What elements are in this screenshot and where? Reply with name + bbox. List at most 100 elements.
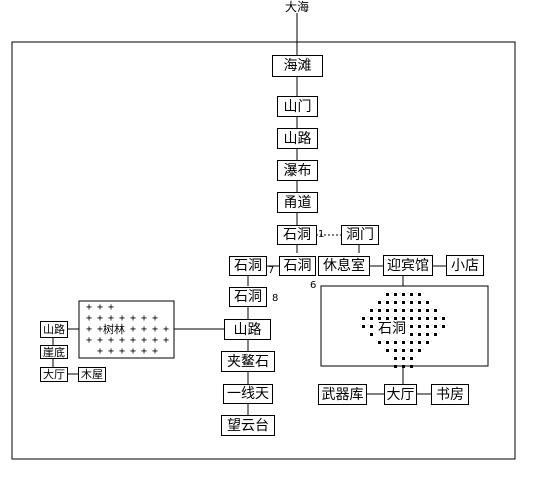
cave-dot xyxy=(426,301,429,304)
node-cliff-bottom[interactable]: 崖底 xyxy=(40,345,68,359)
tree-plus-mark: + xyxy=(130,346,137,357)
cave-dot xyxy=(362,317,365,320)
number-label-7: 7 xyxy=(268,265,275,276)
node-cloud-terrace[interactable]: 望云台 xyxy=(221,415,275,436)
tree-plus-mark: + xyxy=(97,324,104,335)
tree-plus-mark: + xyxy=(86,302,93,313)
node-corridor[interactable]: 甬道 xyxy=(277,192,318,213)
cave-dot xyxy=(378,309,381,312)
number-label-8: 8 xyxy=(272,293,279,304)
cave-dot xyxy=(402,357,405,360)
number-label-1: 1 xyxy=(318,229,325,240)
cave-dot xyxy=(410,349,413,352)
cave-dot xyxy=(426,317,429,320)
tree-plus-mark: + xyxy=(141,335,148,346)
tree-plus-mark: + xyxy=(141,313,148,324)
cave-dot xyxy=(426,325,429,328)
cave-dot xyxy=(386,349,389,352)
tree-plus-mark: + xyxy=(130,335,137,346)
cave-dot xyxy=(418,333,421,336)
cave-dot xyxy=(410,293,413,296)
cave-dot xyxy=(378,301,381,304)
cave-dot xyxy=(386,301,389,304)
cave-dot xyxy=(394,301,397,304)
cave-dot xyxy=(418,341,421,344)
cave-dot xyxy=(418,317,421,320)
cave-dot xyxy=(410,333,413,336)
cave-dot xyxy=(394,357,397,360)
node-mountain-road-2[interactable]: 山路 xyxy=(224,319,271,340)
cave-dot xyxy=(426,309,429,312)
cave-dot xyxy=(402,301,405,304)
node-mountain-gate[interactable]: 山门 xyxy=(277,96,318,117)
node-waterfall[interactable]: 瀑布 xyxy=(277,160,318,181)
node-clamp-rock[interactable]: 夹鳌石 xyxy=(221,351,275,372)
cave-dot xyxy=(394,293,397,296)
node-stone-cave-1[interactable]: 石洞 xyxy=(277,225,317,245)
cave-dot xyxy=(394,341,397,344)
cave-dot xyxy=(386,341,389,344)
node-cabin[interactable]: 木屋 xyxy=(78,367,106,382)
tree-plus-mark: + xyxy=(152,313,159,324)
cave-dot xyxy=(386,309,389,312)
tree-plus-mark: + xyxy=(108,302,115,313)
tree-plus-mark: + xyxy=(152,346,159,357)
node-stone-cave-7[interactable]: 石洞 xyxy=(229,256,267,276)
cave-dot xyxy=(426,333,429,336)
cave-dot xyxy=(370,309,373,312)
cave-dot xyxy=(434,317,437,320)
cave-dot xyxy=(418,325,421,328)
tree-plus-mark: + xyxy=(86,324,93,335)
tree-plus-mark: + xyxy=(108,313,115,324)
cave-dot xyxy=(418,293,421,296)
tree-plus-mark: + xyxy=(130,324,137,335)
tree-plus-mark: + xyxy=(152,335,159,346)
tree-plus-mark: + xyxy=(119,335,126,346)
node-rest-room[interactable]: 休息室 xyxy=(318,256,370,276)
node-stone-cave-2[interactable]: 石洞 xyxy=(279,256,316,276)
node-shop[interactable]: 小店 xyxy=(446,255,484,276)
cave-dot xyxy=(386,317,389,320)
tree-plus-mark: + xyxy=(119,346,126,357)
tree-plus-mark: + xyxy=(97,313,104,324)
cave-dot xyxy=(410,309,413,312)
node-left-hall[interactable]: 大厅 xyxy=(40,367,68,382)
tree-plus-mark: + xyxy=(108,346,115,357)
cave-dot xyxy=(370,317,373,320)
cave-dot xyxy=(402,365,405,368)
tree-plus-mark: + xyxy=(130,313,137,324)
cave-dot xyxy=(410,301,413,304)
node-beach[interactable]: 海滩 xyxy=(272,55,323,77)
cave-dot xyxy=(378,341,381,344)
tree-plus-mark: + xyxy=(163,335,170,346)
node-armory[interactable]: 武器库 xyxy=(318,384,367,405)
tree-plus-mark: + xyxy=(97,335,104,346)
cave-dot xyxy=(410,317,413,320)
tree-plus-mark: + xyxy=(86,313,93,324)
cave-dot xyxy=(442,317,445,320)
forest-area xyxy=(78,300,175,359)
cave-dot xyxy=(434,333,437,336)
big-cave-label: 石洞 xyxy=(377,321,407,337)
node-stone-cave-8[interactable]: 石洞 xyxy=(229,287,267,307)
node-study[interactable]: 书房 xyxy=(431,384,469,405)
cave-dot xyxy=(370,333,373,336)
node-mountain-road-1[interactable]: 山路 xyxy=(277,128,318,149)
number-label-6: 6 xyxy=(310,280,317,291)
cave-dot xyxy=(442,325,445,328)
cave-dot xyxy=(418,309,421,312)
cave-dot xyxy=(402,317,405,320)
node-left-mountain-road[interactable]: 山路 xyxy=(40,321,68,338)
cave-dot xyxy=(378,317,381,320)
cave-dot xyxy=(370,325,373,328)
tree-plus-mark: + xyxy=(119,313,126,324)
node-great-hall[interactable]: 大厅 xyxy=(384,384,417,405)
node-welcome-hall[interactable]: 迎宾馆 xyxy=(383,255,433,276)
tree-plus-mark: + xyxy=(163,324,170,335)
sea-label: 大海 xyxy=(285,0,310,14)
cave-dot xyxy=(410,357,413,360)
node-cave-gate[interactable]: 洞门 xyxy=(341,225,379,245)
cave-dot xyxy=(402,341,405,344)
node-one-line-sky[interactable]: 一线天 xyxy=(223,384,273,404)
